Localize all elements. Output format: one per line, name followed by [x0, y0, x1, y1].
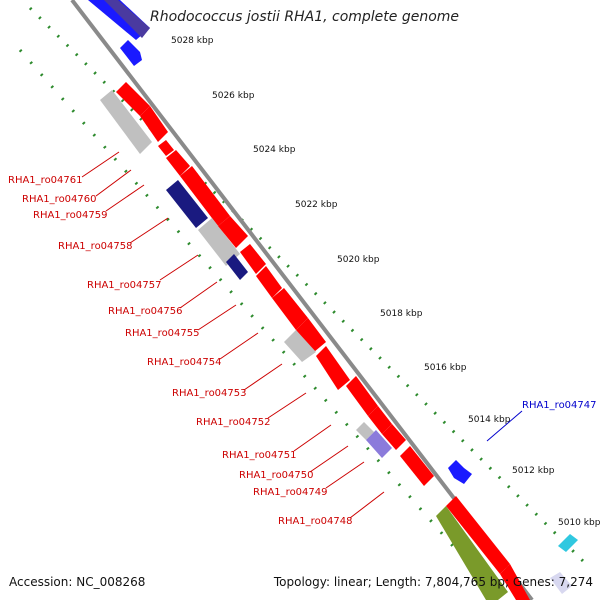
scale-dotted-line	[28, 6, 592, 570]
scale-label: 5022 kbp	[295, 200, 338, 210]
scale-label: 5026 kbp	[212, 91, 255, 101]
gene-label[interactable]: RHA1_ro04755	[125, 328, 200, 339]
gene-label[interactable]: RHA1_ro04760	[22, 194, 97, 205]
gene-label[interactable]: RHA1_ro04751	[222, 450, 297, 461]
gene-label[interactable]: RHA1_ro04752	[196, 417, 271, 428]
gene-label[interactable]: RHA1_ro04757	[87, 280, 162, 291]
plus-strand-genes	[88, 0, 578, 552]
gene-arrow[interactable]	[198, 218, 240, 266]
gene-arrow[interactable]	[296, 318, 326, 352]
gene-arrow[interactable]	[218, 216, 248, 248]
gene-label-leaders	[81, 151, 523, 519]
topology-text: Topology: linear; Length: 7,804,765 bp; …	[273, 575, 593, 589]
gene-arrow[interactable]	[240, 244, 266, 274]
gene-arrow[interactable]	[368, 406, 392, 434]
gene-arrow[interactable]	[256, 266, 282, 298]
gene-arrow[interactable]	[166, 180, 208, 228]
scale-label: 5014 kbp	[468, 415, 511, 425]
gene-label[interactable]: RHA1_ro04748	[278, 516, 353, 527]
genome-title: Rhodococcus jostii RHA1, complete genome	[150, 9, 460, 25]
gene-arrow[interactable]	[158, 140, 174, 156]
gene-arrow[interactable]	[558, 534, 578, 552]
scale-label: 5020 kbp	[337, 255, 380, 265]
gene-arrow[interactable]	[382, 424, 406, 450]
gene-arrow[interactable]	[346, 376, 378, 416]
gene-arrow[interactable]	[550, 572, 572, 594]
gene-arrow[interactable]	[100, 90, 152, 154]
gene-label[interactable]: RHA1_ro04750	[239, 470, 314, 481]
gene-label[interactable]: RHA1_ro04756	[108, 306, 183, 317]
gene-arrow[interactable]	[400, 446, 434, 486]
gene-label[interactable]: RHA1_ro04753	[172, 388, 247, 399]
gene-arrow[interactable]	[500, 564, 530, 600]
gene-arrow[interactable]	[316, 346, 350, 390]
gene-arrow[interactable]	[356, 422, 374, 440]
minus-strand-dotted-line	[18, 49, 502, 600]
gene-label[interactable]: RHA1_ro04749	[253, 487, 328, 498]
scale-label: 5016 kbp	[424, 363, 467, 373]
gene-arrow[interactable]	[226, 254, 248, 280]
gene-label[interactable]: RHA1_ro04761	[8, 175, 83, 186]
gene-label[interactable]: RHA1_ro04758	[58, 241, 133, 252]
scale-label: 5018 kbp	[380, 309, 423, 319]
gene-label[interactable]: RHA1_ro04747	[522, 400, 597, 411]
gene-labels: RHA1_ro04761 RHA1_ro04760 RHA1_ro04759 R…	[8, 175, 597, 527]
gene-arrow[interactable]	[436, 506, 508, 600]
scale-label: 5012 kbp	[512, 466, 555, 476]
gene-arrow[interactable]	[104, 0, 150, 38]
gene-arrow[interactable]	[272, 288, 308, 330]
gene-label[interactable]: RHA1_ro04759	[33, 210, 108, 221]
gene-arrow[interactable]	[366, 430, 392, 458]
scale-label: 5028 kbp	[171, 36, 214, 46]
gene-label[interactable]: RHA1_ro04754	[147, 357, 222, 368]
scale-label: 5010 kbp	[558, 518, 600, 528]
scale-label: 5024 kbp	[253, 145, 296, 155]
gene-arrow[interactable]	[116, 82, 150, 116]
gene-arrow[interactable]	[448, 460, 472, 484]
gene-arrow[interactable]	[446, 496, 510, 574]
gene-arrow[interactable]	[166, 150, 190, 176]
minus-strand-genes	[100, 82, 572, 600]
accession-text: Accession: NC_008268	[9, 575, 146, 589]
gene-arrow[interactable]	[140, 106, 168, 142]
gene-arrow[interactable]	[120, 40, 142, 66]
gene-arrow[interactable]	[180, 166, 230, 226]
gene-arrow[interactable]	[284, 330, 316, 362]
